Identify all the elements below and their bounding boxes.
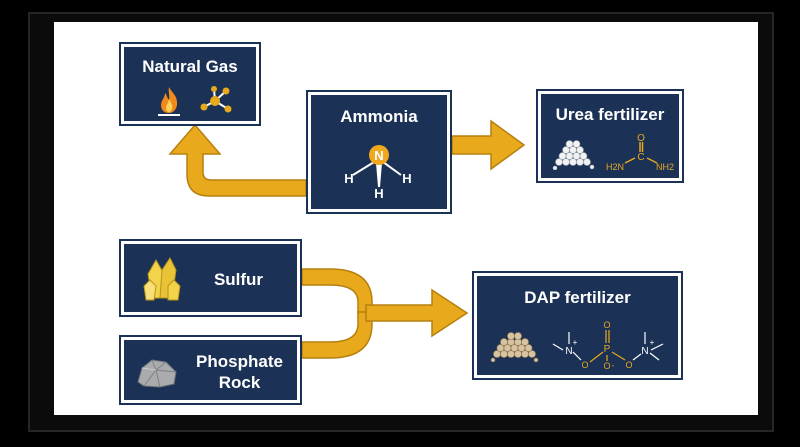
node-natural-gas-label: Natural Gas (142, 57, 238, 76)
ammonia-h-left: H (344, 171, 353, 186)
node-ammonia-label: Ammonia (340, 107, 418, 126)
dap-n-left: N (565, 346, 572, 357)
dap-o-left: O (581, 360, 588, 370)
dap-n-right: N (641, 346, 648, 357)
node-natural-gas: Natural Gas (119, 42, 261, 126)
dap-o-top: O (603, 320, 610, 330)
node-ammonia: Ammonia N H H H (306, 90, 452, 214)
dap-plus-left: + (573, 338, 578, 347)
diagram-canvas: Natural Gas Ammonia N H H (54, 22, 758, 415)
node-dap-fertilizer: DAP fertilizer N + O P O O (472, 271, 683, 380)
dap-p-atom: P (604, 344, 611, 355)
flame-icon (158, 87, 180, 116)
arrow-ammonia-to-natural-gas (168, 123, 307, 197)
node-phosphate-label-line1: Phosphate (196, 352, 283, 371)
dap-pellet-pile-icon (490, 332, 539, 362)
flow-arrows (168, 119, 526, 359)
ammonia-n-atom: N (374, 148, 383, 163)
dap-minus: - (612, 361, 615, 370)
node-phosphate-rock: Phosphate Rock (119, 335, 302, 405)
node-sulfur-label: Sulfur (213, 270, 264, 289)
urea-nh2-left: H2N (606, 162, 624, 172)
arrow-sulfur-to-dap (301, 268, 373, 315)
node-dap-label: DAP fertilizer (524, 288, 631, 307)
node-urea-fertilizer: Urea fertilizer O C H2N NH2 (536, 89, 684, 183)
dap-formula: N + O P O O - O N + (552, 320, 664, 370)
node-sulfur: Sulfur (119, 239, 302, 317)
arrow-merge-to-dap (365, 288, 469, 338)
arrow-ammonia-to-urea (451, 119, 526, 171)
dap-o-bottom: O (603, 361, 610, 370)
arrow-phosphate-to-dap (301, 311, 373, 359)
urea-formula: O C H2N NH2 (606, 133, 674, 172)
ammonia-molecule: N H H H (344, 145, 412, 199)
pellet-pile-icon (552, 140, 595, 170)
sulfur-crystal-icon (143, 257, 181, 301)
dap-plus-right: + (650, 338, 655, 347)
ammonia-h-bottom: H (374, 186, 383, 199)
molecule-icon (200, 86, 232, 113)
urea-oxygen: O (637, 133, 645, 144)
node-phosphate-label-line2: Rock (218, 373, 261, 392)
node-urea-label: Urea fertilizer (555, 105, 665, 124)
dap-o-right: O (625, 360, 632, 370)
urea-carbon: C (637, 152, 644, 163)
urea-nh2-right: NH2 (656, 162, 674, 172)
rock-icon (137, 359, 177, 388)
ammonia-h-right: H (402, 171, 411, 186)
